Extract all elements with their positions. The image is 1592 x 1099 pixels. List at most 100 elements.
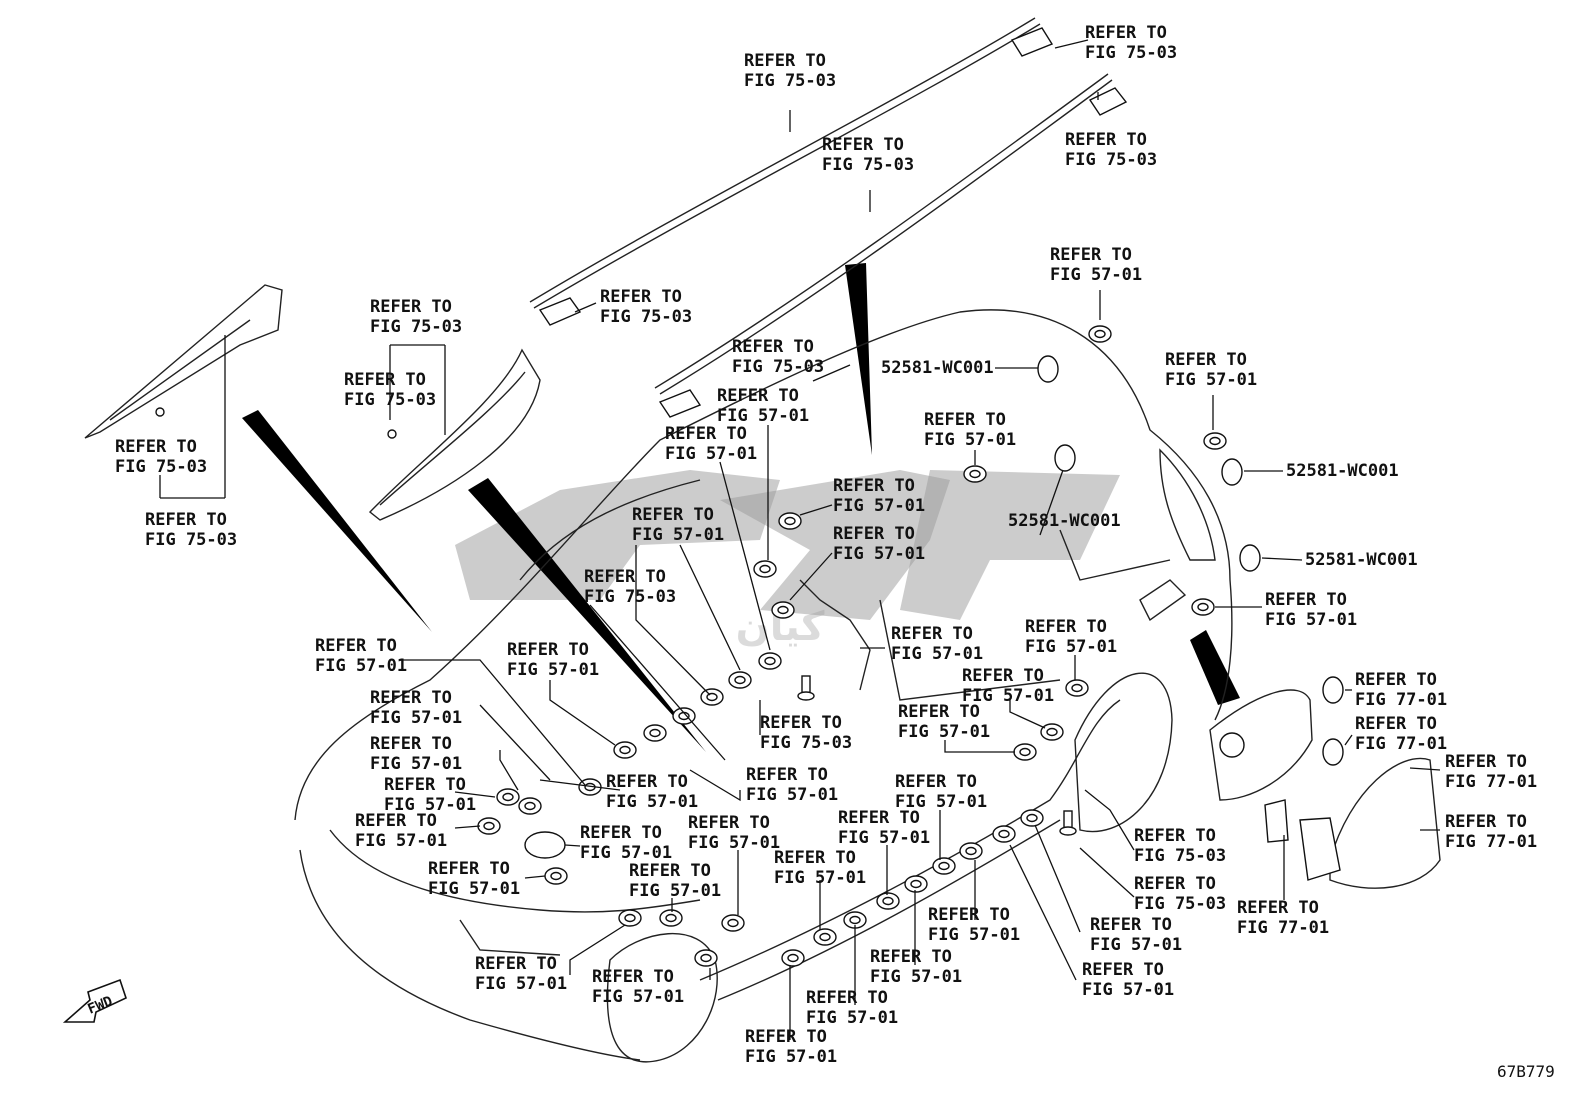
callout-refer-text: REFER TO xyxy=(629,861,711,881)
callout-fig-ref: FIG 57-01 xyxy=(1025,637,1117,657)
grommet-fastener xyxy=(643,724,667,742)
callout-refer-text: REFER TO xyxy=(600,287,682,307)
grommet-fastener xyxy=(753,560,777,578)
callout-fig-ref: FIG 57-01 xyxy=(1090,935,1182,955)
callout-refer-text: REFER TO xyxy=(1134,826,1216,846)
leader-line xyxy=(524,875,546,879)
leader-line xyxy=(539,779,621,791)
leader-line xyxy=(1084,789,1135,851)
callout-refer-text: REFER TO xyxy=(315,636,397,656)
callout-fig-ref: FIG 75-03 xyxy=(344,390,436,410)
leader-line xyxy=(1054,39,1089,49)
callout-fig-ref: FIG 57-01 xyxy=(370,754,462,774)
callout-refer-text: REFER TO xyxy=(580,823,662,843)
callout-refer-text: REFER TO xyxy=(688,813,770,833)
grommet-fastener xyxy=(932,857,956,875)
callout-fig-ref: FIG 57-01 xyxy=(1050,265,1142,285)
grommet-fastener xyxy=(904,875,928,893)
leader-line xyxy=(1261,557,1303,561)
callout-refer-text: REFER TO xyxy=(1082,960,1164,980)
roof-rail-left xyxy=(529,17,1054,326)
callout-fig-ref: FIG 57-01 xyxy=(475,974,567,994)
callout-refer-text: REFER TO xyxy=(1355,670,1437,690)
callout-refer-text: REFER TO xyxy=(898,702,980,722)
callout-refer-text: REFER TO xyxy=(1445,812,1527,832)
grommet-fastener xyxy=(1203,432,1227,450)
grommet-fastener xyxy=(876,892,900,910)
part-numbers: 52581-WC00152581-WC00152581-WC00152581-W… xyxy=(881,358,1418,570)
grommet-fastener xyxy=(992,825,1016,843)
leader-line xyxy=(1034,824,1081,933)
fuel-lid-assembly xyxy=(1209,689,1441,889)
service-cap xyxy=(524,831,566,859)
grommet-fastener xyxy=(778,512,802,530)
callout-refer-text: REFER TO xyxy=(1165,350,1247,370)
grommet-fastener xyxy=(781,949,805,967)
callout-fig-ref: FIG 75-03 xyxy=(1134,894,1226,914)
callout-fig-ref: FIG 57-01 xyxy=(891,644,983,664)
callout-fig-ref: FIG 57-01 xyxy=(806,1008,898,1028)
callout-refer-text: REFER TO xyxy=(1355,714,1437,734)
leader-line xyxy=(944,740,1015,753)
part-number-label: 52581-WC001 xyxy=(1305,550,1418,570)
callout-refer-text: REFER TO xyxy=(891,624,973,644)
callout-refer-text: REFER TO xyxy=(895,772,977,792)
grommet-fastener xyxy=(721,914,745,932)
callout-refer-text: REFER TO xyxy=(1085,23,1167,43)
leader-line xyxy=(812,364,851,382)
leader-line xyxy=(1039,469,1064,536)
callout-refer-text: REFER TO xyxy=(717,386,799,406)
grommet-fastener xyxy=(659,909,683,927)
grommet-fastener xyxy=(813,928,837,946)
leader-line xyxy=(1009,844,1077,981)
leader-line xyxy=(549,680,616,746)
grommet-fastener xyxy=(963,465,987,483)
grommet-fastener xyxy=(1065,679,1089,697)
hole-plug xyxy=(1322,738,1344,766)
leader-line xyxy=(1079,847,1135,898)
grommet-fastener xyxy=(959,842,983,860)
hole-plug xyxy=(1239,544,1261,572)
grommet-fastener xyxy=(1040,723,1064,741)
leader-line xyxy=(454,825,481,829)
leader-line xyxy=(574,302,597,313)
grommet-fastener xyxy=(1088,325,1112,343)
callout-refer-text: REFER TO xyxy=(1025,617,1107,637)
grommet-fastener xyxy=(700,688,724,706)
callout-refer-text: REFER TO xyxy=(370,688,452,708)
callout-refer-text: REFER TO xyxy=(774,848,856,868)
grommet-fastener xyxy=(518,797,542,815)
callout-fig-ref: FIG 57-01 xyxy=(870,967,962,987)
leader-line xyxy=(635,545,711,696)
callout-fig-ref: FIG 75-03 xyxy=(370,317,462,337)
callout-refer-text: REFER TO xyxy=(833,476,915,496)
leader-line xyxy=(1009,700,1046,729)
callout-fig-ref: FIG 57-01 xyxy=(688,833,780,853)
